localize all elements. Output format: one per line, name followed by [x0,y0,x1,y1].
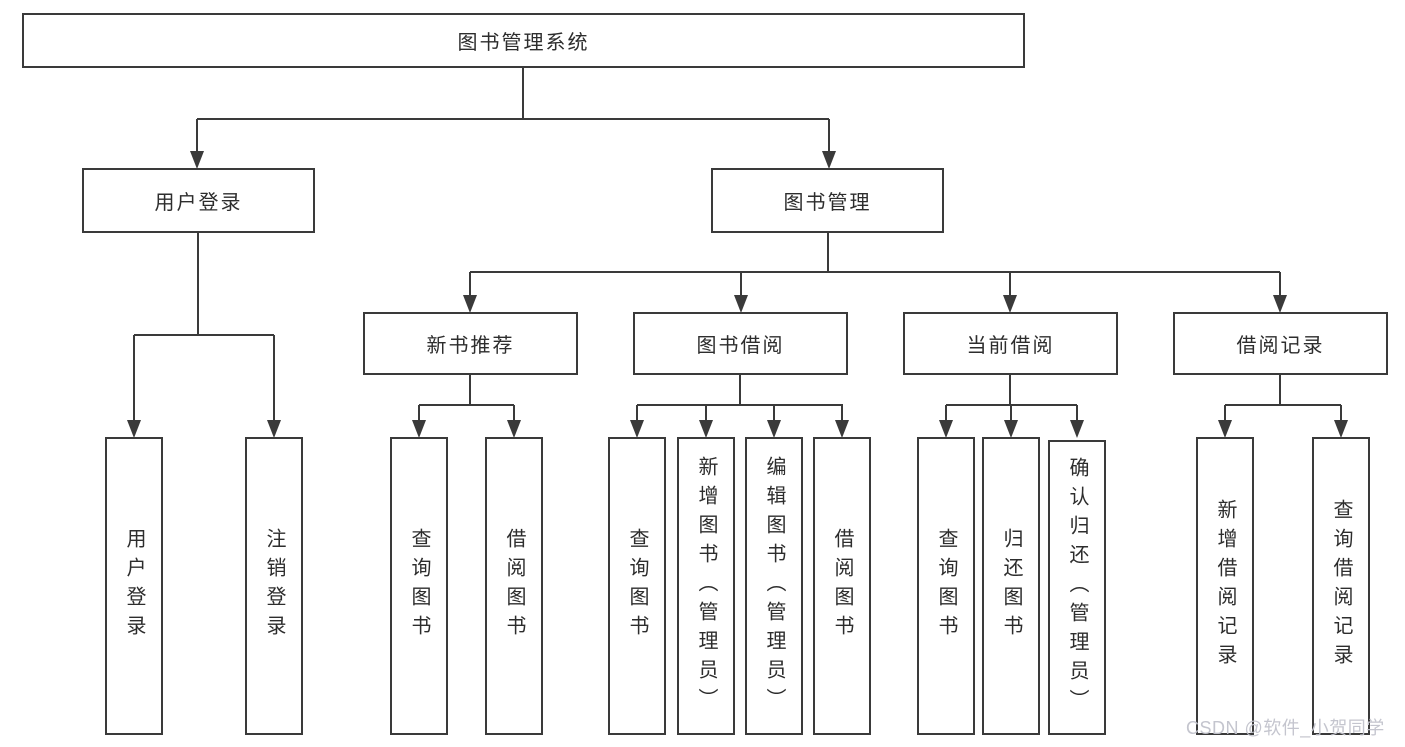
leaf-logout: 注销登录 [245,437,303,735]
leaf-query-books-recommend: 查询图书 [390,437,448,735]
leaf-borrow-books-recommend: 借阅图书 [485,437,543,735]
leaf-edit-books-admin: 编辑图书（管理员） [745,437,803,735]
node-book-management: 图书管理 [711,168,944,233]
node-root-system: 图书管理系统 [22,13,1025,68]
leaf-confirm-return-admin: 确认归还（管理员） [1048,440,1106,735]
leaf-query-borrow-record: 查询借阅记录 [1312,437,1370,735]
leaf-user-login: 用户登录 [105,437,163,735]
leaf-return-books: 归还图书 [982,437,1040,735]
node-current-borrow: 当前借阅 [903,312,1118,375]
leaf-add-books-admin: 新增图书（管理员） [677,437,735,735]
node-user-login: 用户登录 [82,168,315,233]
leaf-add-borrow-record: 新增借阅记录 [1196,437,1254,735]
node-book-borrow: 图书借阅 [633,312,848,375]
csdn-watermark: CSDN @软件_小贺同学 [1186,718,1385,738]
node-new-book-recommend: 新书推荐 [363,312,578,375]
leaf-query-books-borrow: 查询图书 [608,437,666,735]
leaf-query-books-current: 查询图书 [917,437,975,735]
node-borrow-records: 借阅记录 [1173,312,1388,375]
leaf-borrow-books: 借阅图书 [813,437,871,735]
